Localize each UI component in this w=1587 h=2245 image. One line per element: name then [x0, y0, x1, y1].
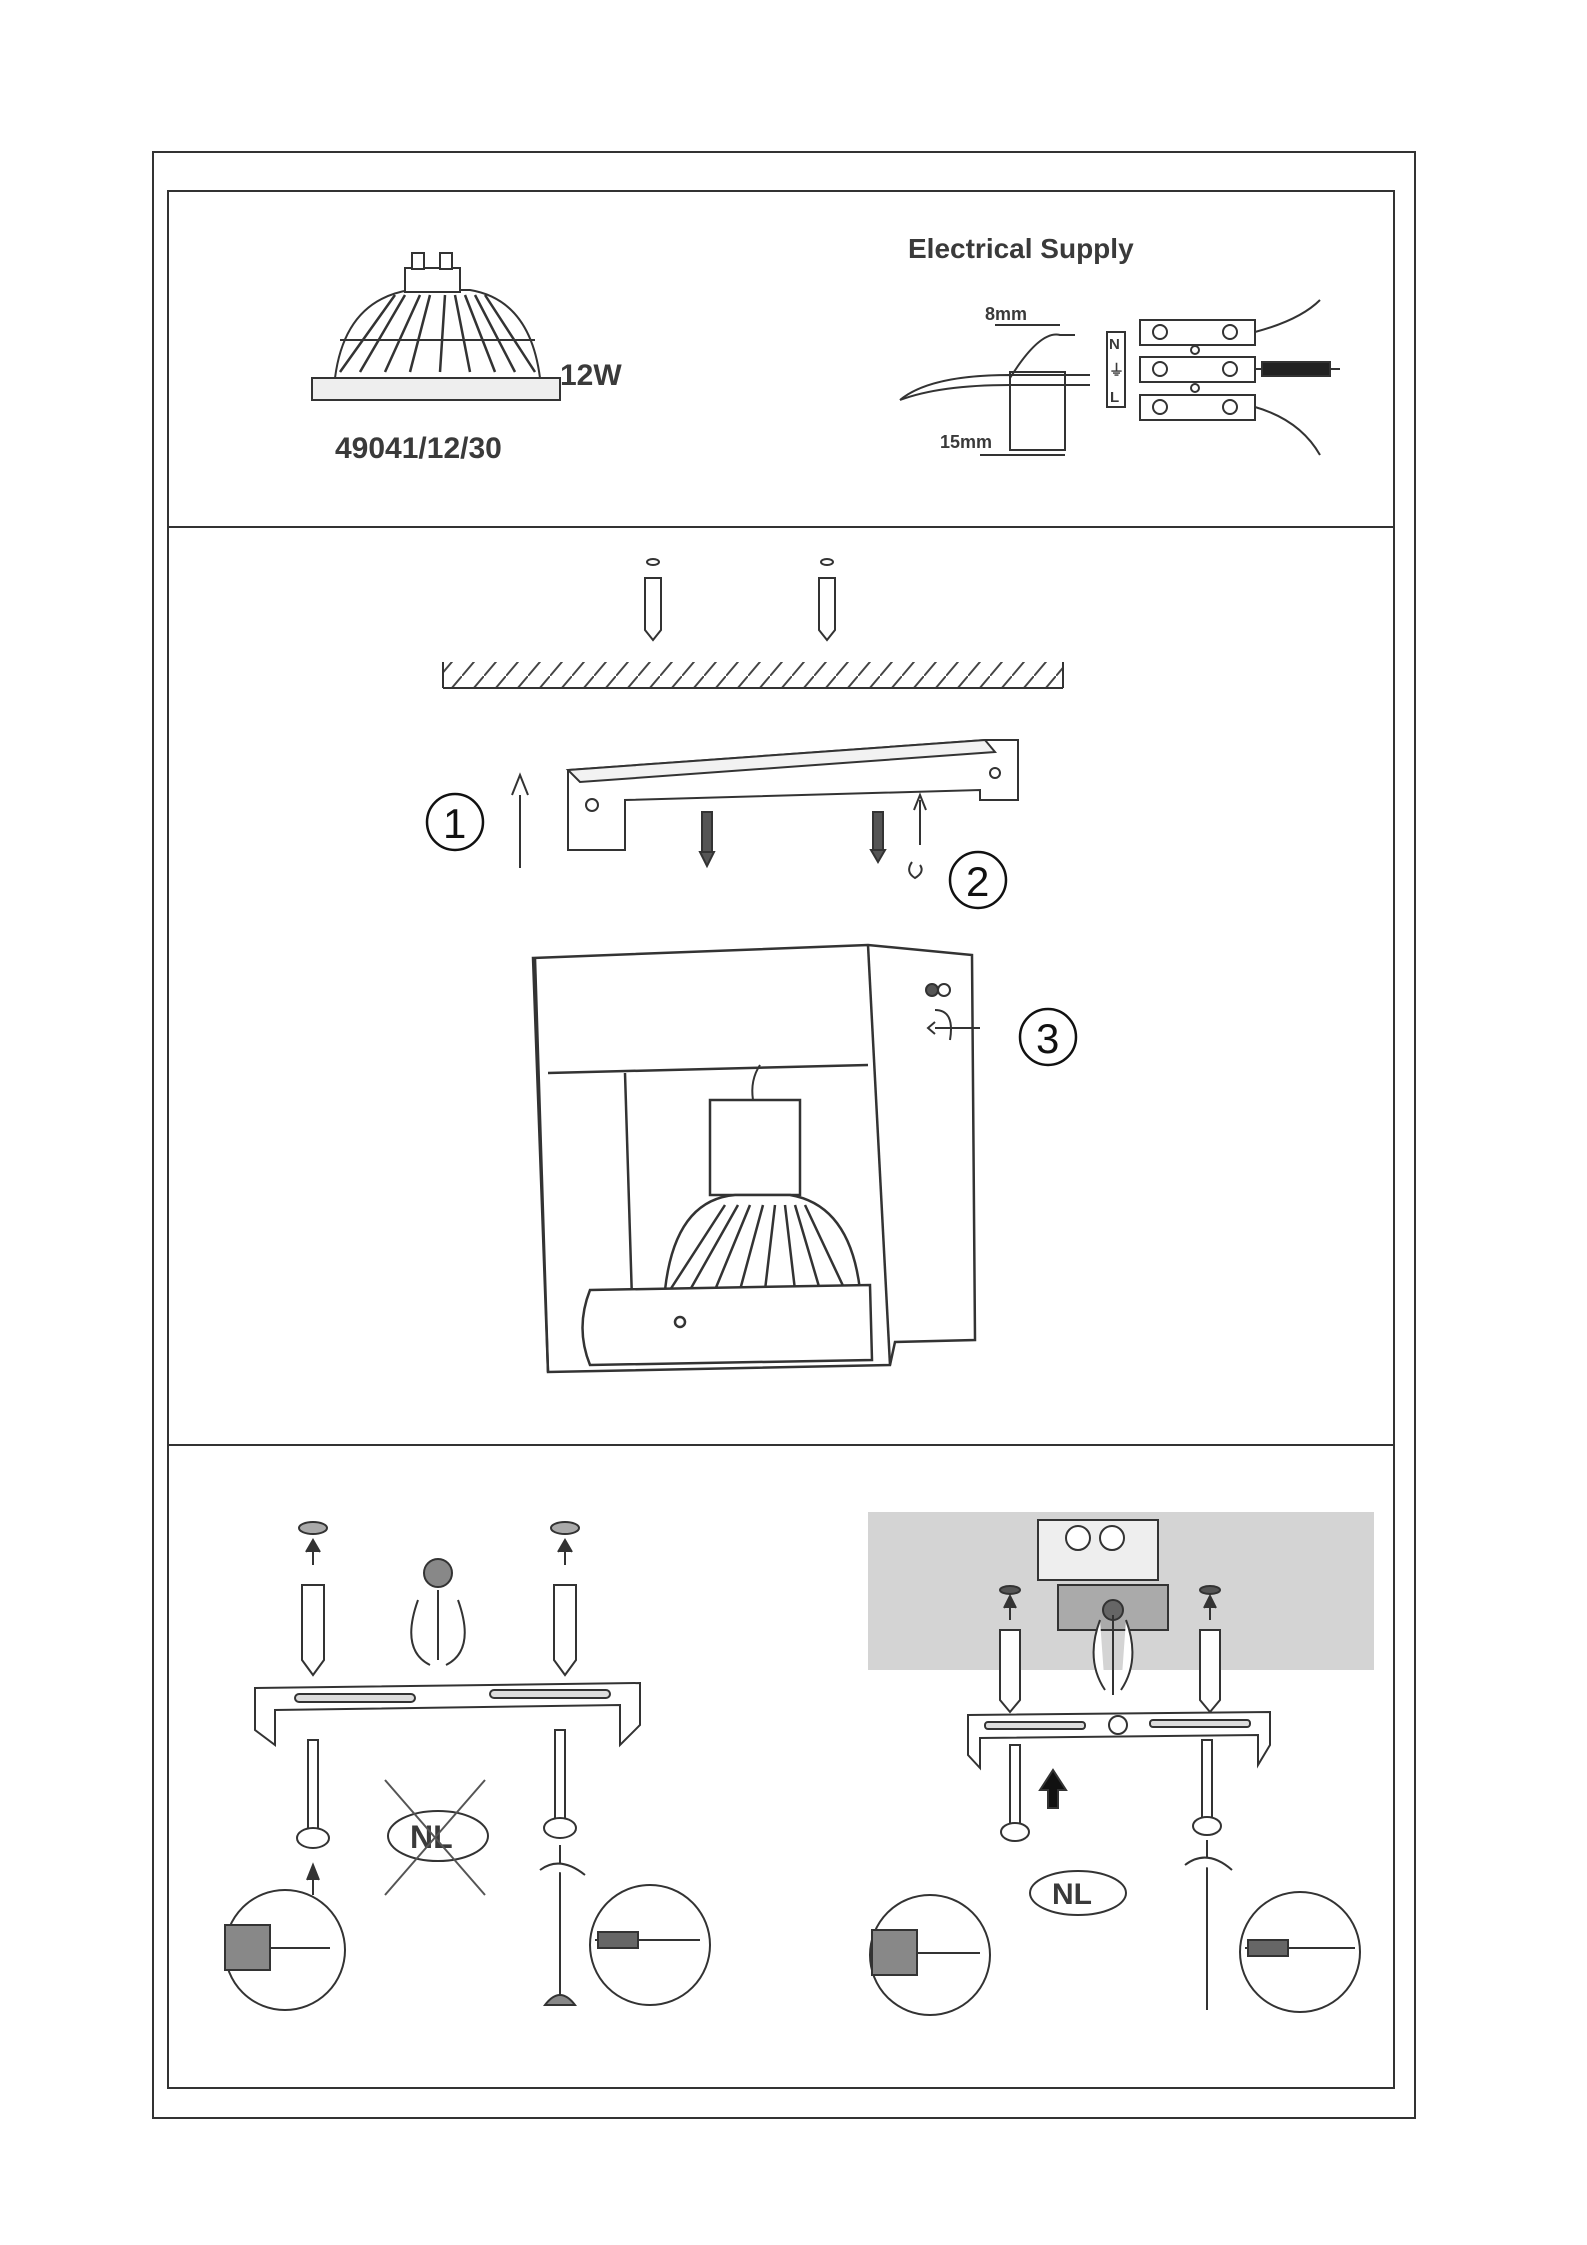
step-2-badge: 2: [950, 852, 1006, 908]
left-fixing-variant: [225, 1522, 710, 2010]
ceiling-hatch: [443, 662, 1063, 688]
terminal-l-label: L: [1110, 389, 1119, 406]
mounting-bracket: [568, 740, 1018, 850]
step-1-number: 1: [443, 800, 466, 847]
nl-badge-right-label: NL: [1052, 1878, 1092, 1911]
bracket-screws: [700, 812, 885, 866]
terminal-earth-label: ⏚: [1109, 362, 1124, 379]
ar111-lamp-illustration: [312, 253, 560, 400]
step-3-number: 3: [1036, 1015, 1059, 1062]
arrow-step-2-up: [909, 795, 926, 878]
step-3-badge: 3: [1020, 1009, 1076, 1065]
step-1-badge: 1: [427, 794, 483, 850]
lamp-wattage: 12W: [560, 359, 622, 392]
terminal-n-label: N: [1109, 336, 1120, 353]
wall-light-fixture: [533, 945, 975, 1372]
electrical-supply-title: Electrical Supply: [908, 233, 1134, 264]
nl-badge-right: NL: [1030, 1871, 1126, 1915]
nl-badge-left-crossed: NL: [385, 1780, 488, 1895]
strip-length-label: 8mm: [985, 304, 1027, 324]
sheath-length-label: 15mm: [940, 432, 992, 452]
arrow-step-1-up: [512, 775, 528, 868]
lamp-model-number: 49041/12/30: [335, 432, 502, 465]
step-2-number: 2: [966, 858, 989, 905]
wall-plugs: [645, 559, 835, 640]
